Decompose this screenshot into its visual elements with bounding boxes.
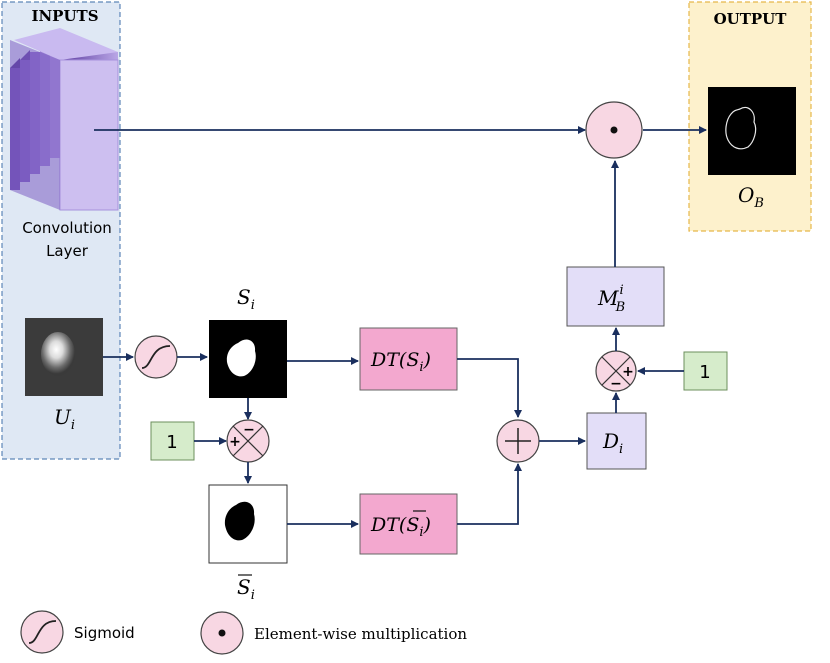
s-label: Si [237,285,255,313]
subtract-node-right: + − [595,350,637,392]
dt-s-label: DT(Si) [370,349,431,375]
output-title: OUTPUT [714,10,788,28]
one-label-left: 1 [166,432,177,453]
dt-sbar-label: DT(Si) [370,514,431,540]
output-image [708,87,796,175]
legend-mult-label: Element-wise multiplication [254,625,467,643]
legend-mult: Element-wise multiplication [200,611,467,655]
mult-dot-icon [610,126,618,134]
dts-to-add-arrow [457,358,522,418]
conv-label-line1: Convolution [22,219,112,237]
svg-text:+: + [229,434,241,450]
add-node [496,419,540,463]
legend-sigmoid: Sigmoid [20,610,135,654]
legend-sigmoid-label: Sigmoid [74,624,135,642]
svg-text:−: − [243,422,255,438]
subtract-node-left: + − [226,419,270,463]
one-box-left [150,421,195,461]
svg-text:+: + [622,364,634,380]
inputs-title: INPUTS [31,7,98,25]
sigmoid-node [134,335,178,379]
legend-mult-dot-icon [218,629,226,637]
output-boundary-contour [725,106,757,150]
u-blob [41,332,75,376]
mb-box [566,266,665,327]
conv-label-line2: Layer [46,242,89,260]
dt-s-box [359,327,458,391]
one-label-right: 1 [699,362,710,383]
sbar-label: Si [237,575,255,603]
legend-sigmoid-icon [28,620,57,644]
dtsbar-to-add-arrow [457,463,522,525]
d-box [586,412,647,470]
sbar-mask-shape [224,501,255,541]
s-mask-shape [226,339,256,377]
convolution-layer-icon [10,28,119,211]
sigmoid-icon [141,345,171,369]
output-label: OB [738,183,764,211]
u-label: Ui [54,405,75,433]
d-label: Di [602,429,623,457]
svg-text:−: − [610,376,622,392]
